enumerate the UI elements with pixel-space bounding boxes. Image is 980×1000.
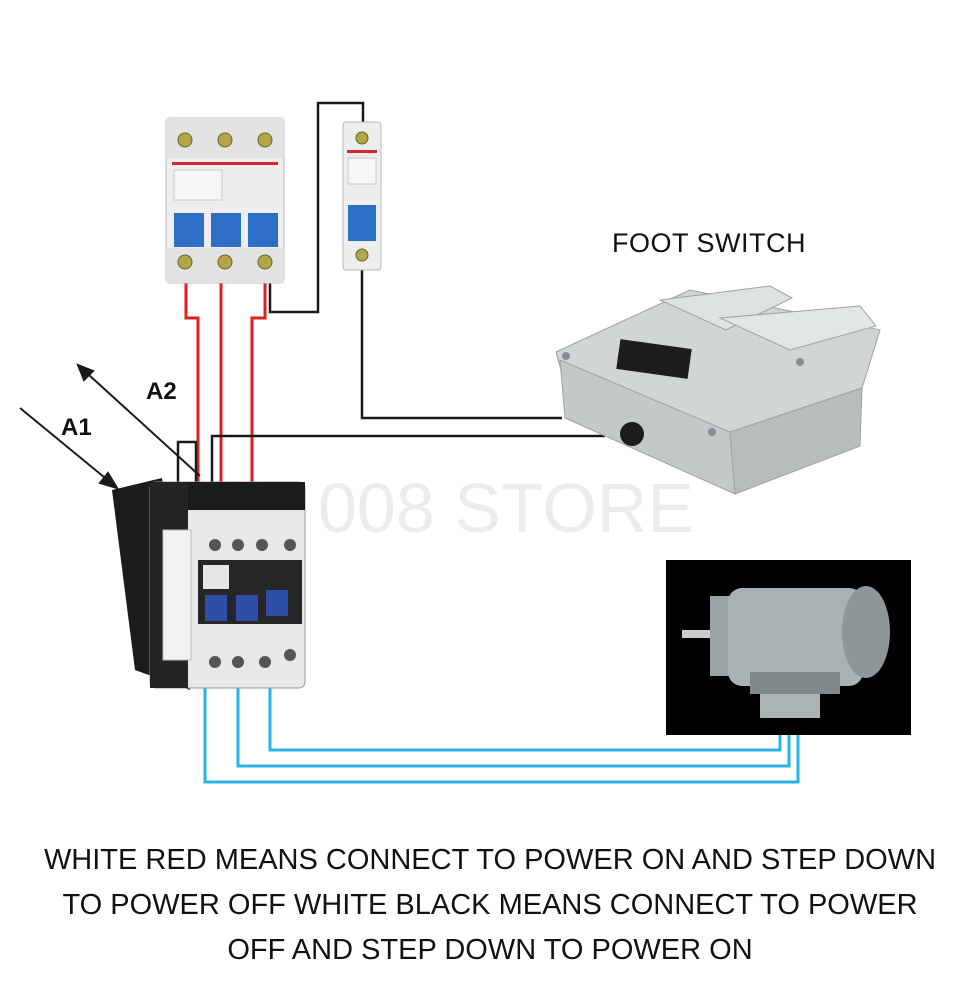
motor-wires [203, 688, 800, 784]
caption: WHITE RED MEANS CONNECT TO POWER ON AND … [20, 838, 960, 973]
caption-line-2: TO POWER OFF WHITE BLACK MEANS CONNECT T… [62, 889, 918, 921]
a2-label: A2 [146, 378, 177, 405]
control-wires [176, 101, 605, 500]
wires [19, 101, 800, 784]
caption-line-3: OFF AND STEP DOWN TO POWER ON [227, 934, 753, 966]
coil-arrows [19, 363, 201, 490]
foot-switch-label: FOOT SWITCH [612, 228, 806, 258]
three-pole-breaker [165, 117, 285, 284]
watermark: 008 STORE [318, 469, 695, 547]
phase-wires [184, 278, 267, 500]
top-terminals [209, 539, 296, 551]
caption-line-1: WHITE RED MEANS CONNECT TO POWER ON AND … [43, 844, 937, 876]
single-pole-breaker [342, 121, 382, 271]
a1-label: A1 [61, 414, 92, 441]
foot-switch [555, 285, 881, 495]
contactor [112, 478, 306, 690]
bottom-terminals [209, 649, 296, 668]
motor [666, 560, 911, 735]
